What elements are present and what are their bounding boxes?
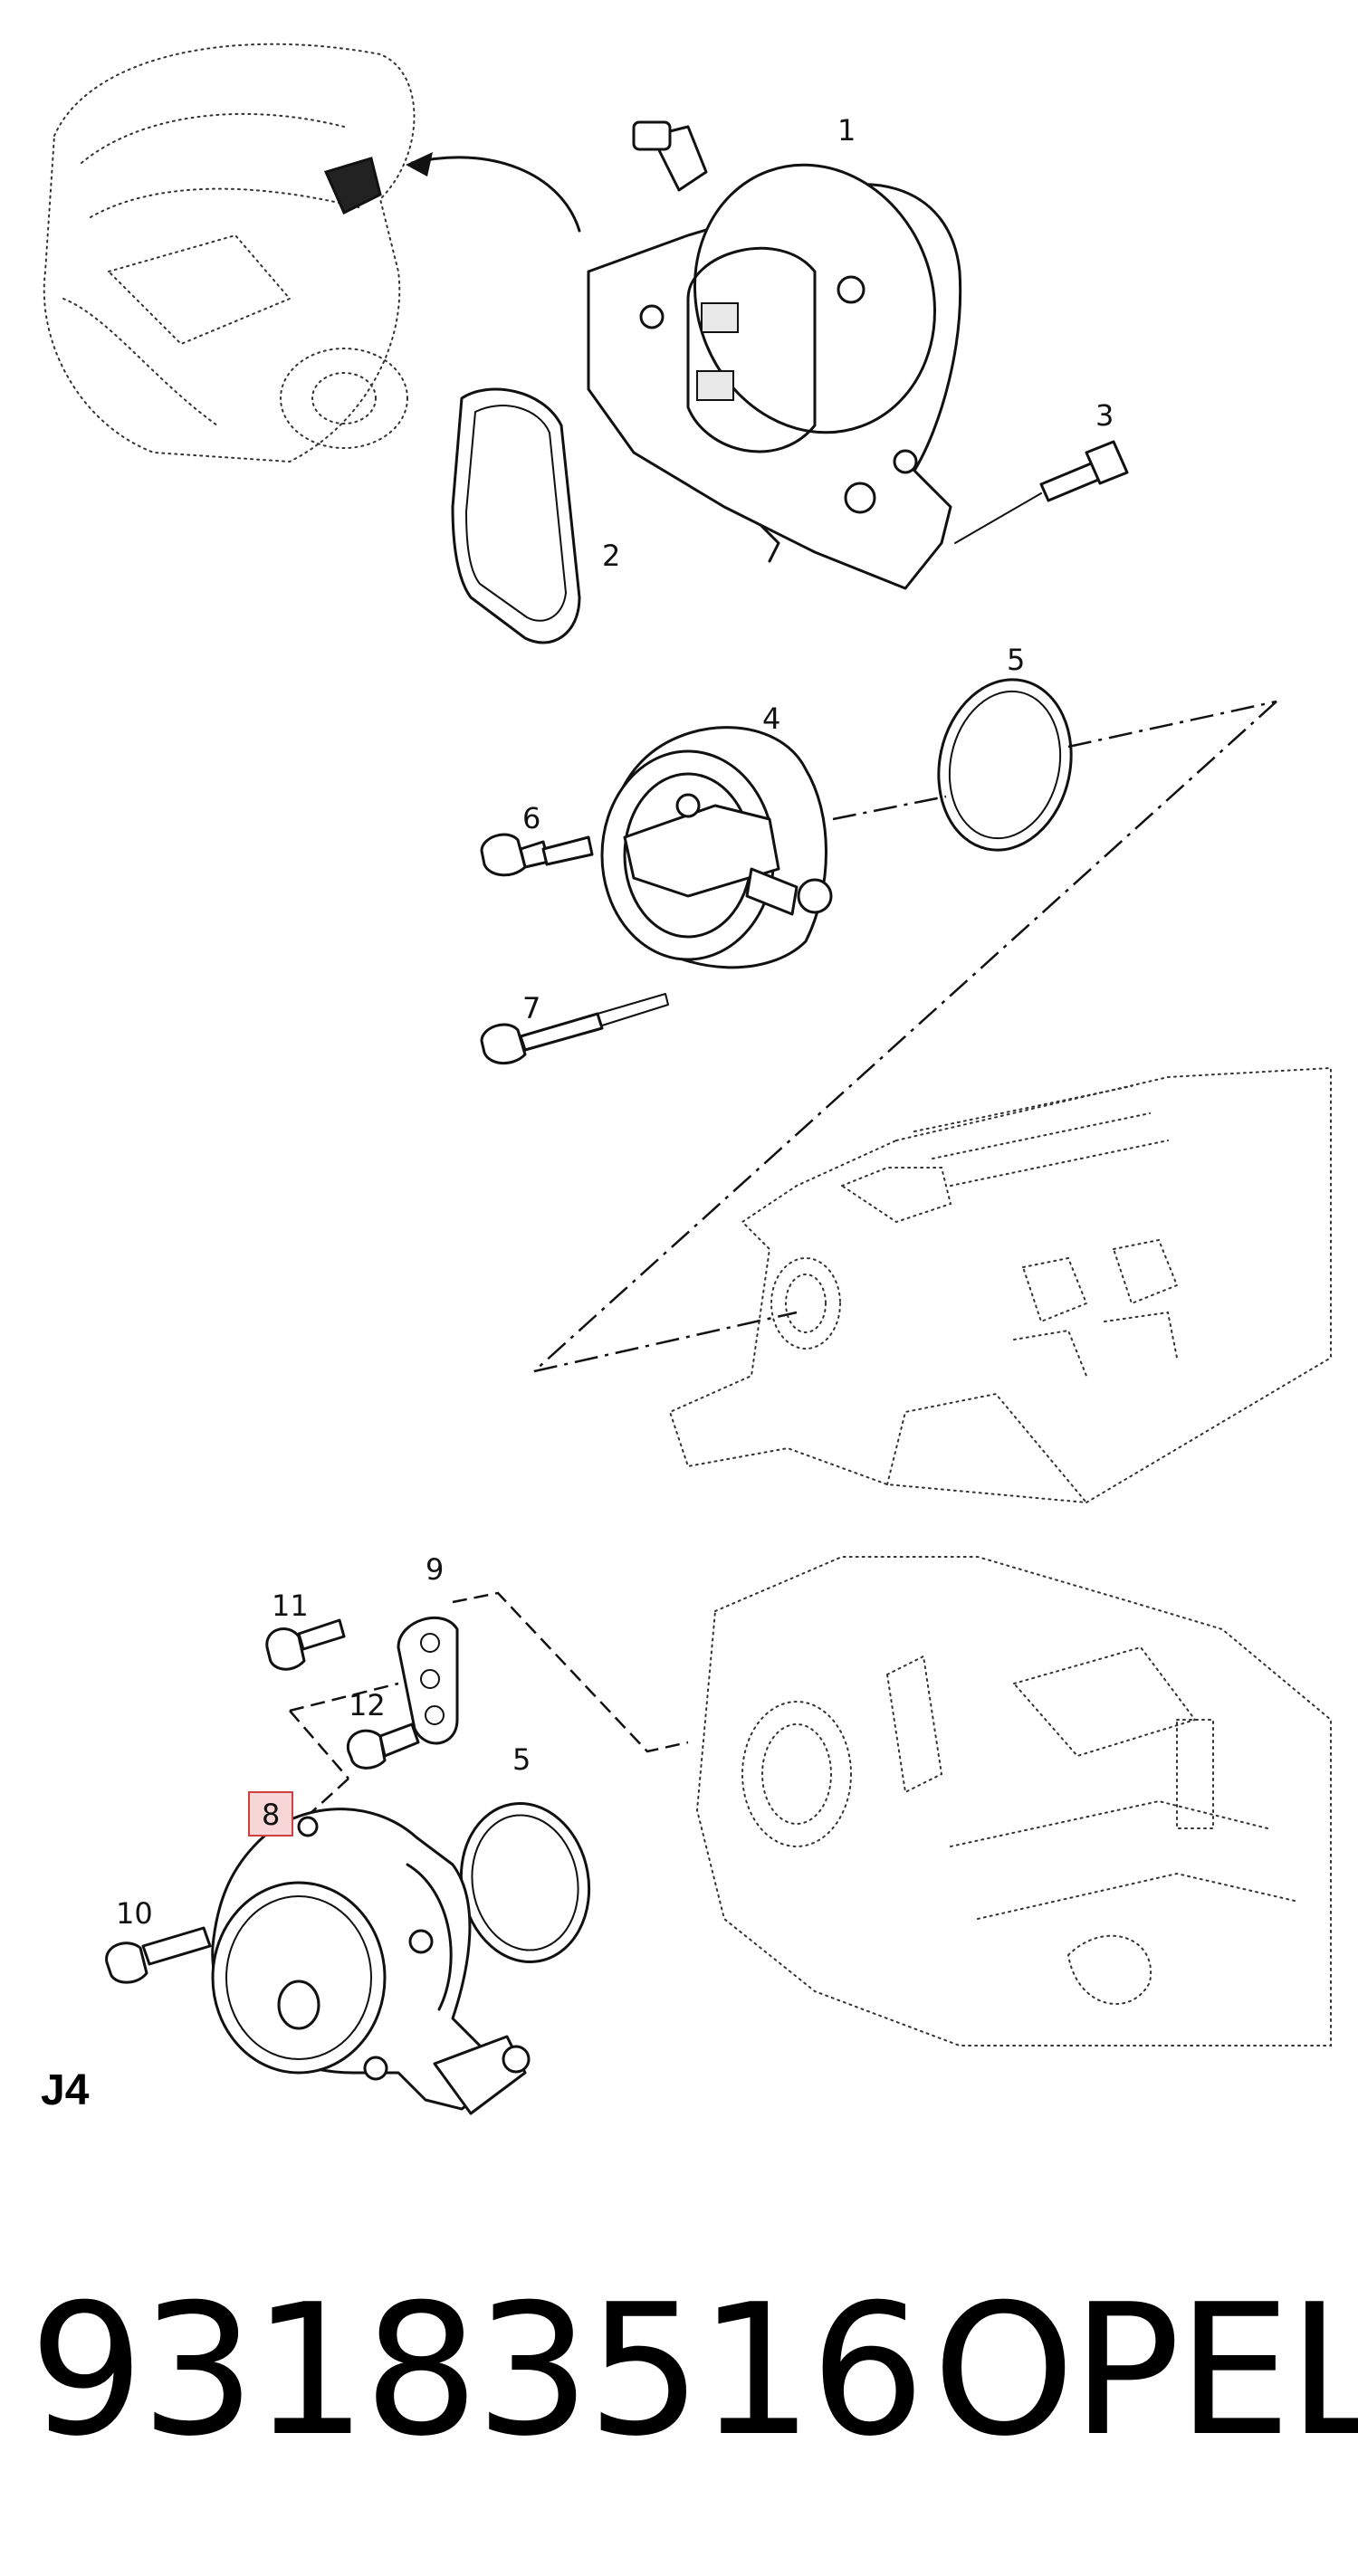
callout-3: 3 (1095, 398, 1114, 433)
callout-8-highlight (248, 1791, 293, 1837)
callout-5-lower: 5 (512, 1742, 531, 1777)
engine-overview-sketch (43, 43, 581, 463)
bolt-3 (954, 440, 1129, 544)
bolt-6 (480, 833, 594, 877)
pump-assembly (600, 726, 833, 969)
bolt-12 (346, 1722, 420, 1770)
callout-1: 1 (837, 113, 856, 148)
callout-4: 4 (762, 701, 780, 736)
bolt-7 (480, 993, 669, 1064)
o-ring-lower (459, 1801, 591, 1964)
callout-10: 10 (116, 1896, 153, 1931)
gasket (451, 387, 581, 644)
exploded-parts-diagram: 1 2 3 4 5 6 7 8 9 10 11 12 5 J4 (41, 43, 1332, 2115)
callout-2: 2 (602, 539, 620, 573)
callout-7: 7 (522, 991, 540, 1026)
bolt-11 (265, 1618, 346, 1671)
alignment-centerline (533, 700, 1277, 1373)
brand-name: OPEL (932, 2266, 1358, 2476)
part-number: 93183516 (29, 2266, 925, 2476)
callout-9: 9 (426, 1552, 444, 1587)
vacuum-pump (211, 1808, 531, 2115)
o-ring-upper (937, 678, 1073, 852)
callout-11: 11 (272, 1589, 309, 1623)
callout-5: 5 (1007, 643, 1025, 677)
bracket-9 (397, 1616, 459, 1745)
part-footer: 93183516 OPEL (0, 2263, 1358, 2480)
engine-block-sketch (695, 1556, 1332, 2046)
vacuum-pump-housing (587, 120, 962, 590)
cylinder-head-sketch (668, 1066, 1332, 1504)
sheet-label: J4 (41, 2066, 90, 2114)
callout-6: 6 (522, 801, 540, 835)
callout-12: 12 (349, 1688, 386, 1722)
bolt-10 (105, 1926, 212, 1984)
lower-leader-lines (289, 1591, 689, 1825)
callout-8: 8 (262, 1798, 280, 1832)
